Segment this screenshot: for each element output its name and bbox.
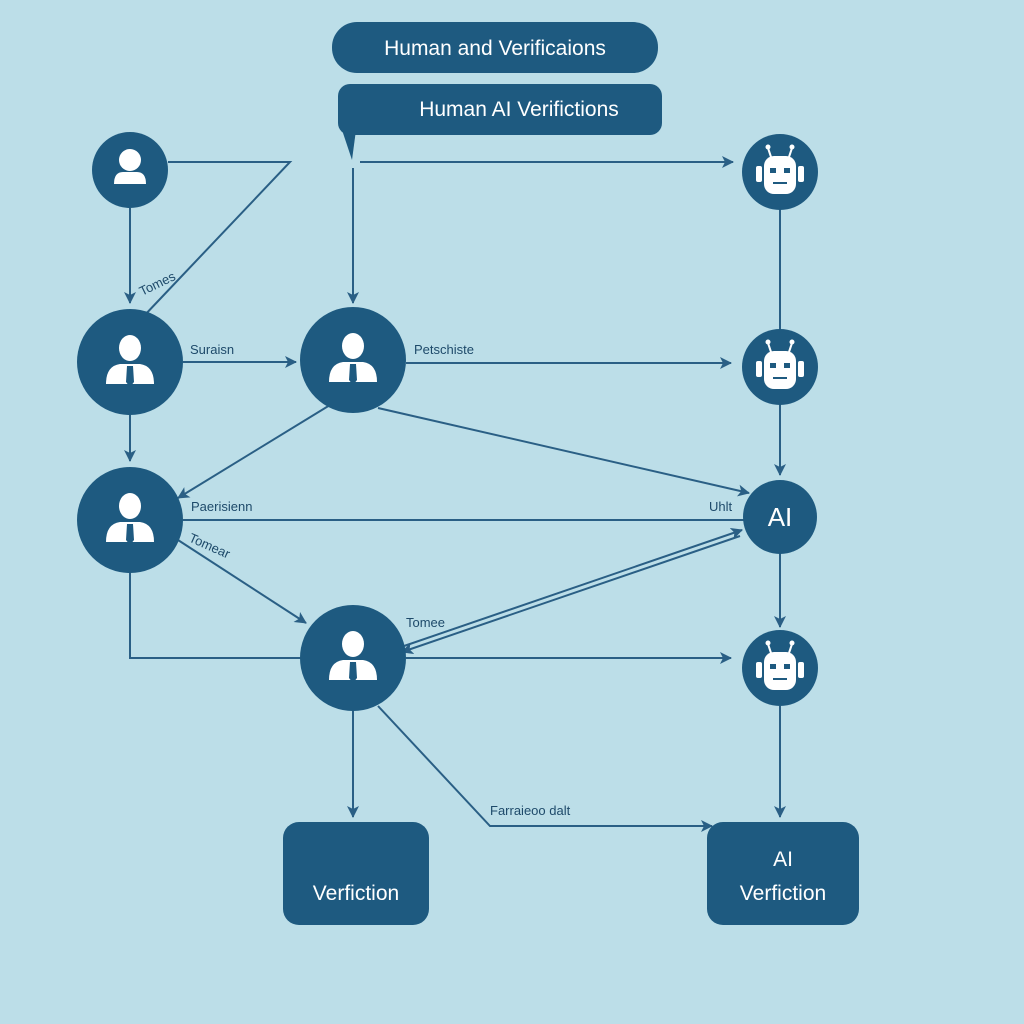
robot-head-icon <box>755 639 805 691</box>
person-tie-icon <box>329 631 377 683</box>
node-employee-d <box>300 605 406 711</box>
person-tie-icon <box>329 333 377 385</box>
node-robot-top <box>742 134 818 210</box>
ai-verification-box: AI Verfiction <box>707 822 859 925</box>
edge-label-uhlt: Uhlt <box>709 499 733 514</box>
ai-hub-label: AI <box>768 502 793 532</box>
edge-employee-c-to-employee-d <box>177 539 307 624</box>
edge-label-paerisienn: Paerisienn <box>191 499 252 514</box>
human-verification-box: Verfiction <box>283 822 429 925</box>
edge-label-tomes: Tomes <box>137 268 178 298</box>
ai-verification-label-line1: AI <box>773 848 793 871</box>
title-secondary-text: Human AI Verifictions <box>419 98 619 121</box>
node-ai-hub: AI <box>743 480 817 554</box>
node-person-top <box>92 132 168 208</box>
edge-ai-hub-to-employee-d <box>401 535 741 655</box>
title-primary-text: Human and Verificaions <box>384 37 606 60</box>
edge-employee-b-to-ai-hub <box>377 407 750 497</box>
edge-employee-d-to-ai-verification <box>377 705 713 832</box>
edge-label-tomee: Tomee <box>406 615 445 630</box>
node-robot-bottom <box>742 630 818 706</box>
node-employee-c <box>77 467 183 573</box>
edge-top-person-diagonal <box>141 161 293 319</box>
node-employee-a <box>77 309 183 415</box>
human-verification-label: Verfiction <box>313 882 399 905</box>
title-primary: Human and Verificaions <box>332 22 658 73</box>
edge-label-petschiste: Petschiste <box>414 342 474 357</box>
node-employee-b <box>300 307 406 413</box>
edge-labels: Tomes Suraisn Petschiste Paerisienn Uhlt… <box>137 268 733 818</box>
title-secondary: Human AI Verifictions <box>338 84 662 160</box>
edge-label-suraisn: Suraisn <box>190 342 234 357</box>
edge-label-tomear: Tomear <box>187 530 233 562</box>
edge-employee-b-to-employee-c <box>177 404 331 499</box>
node-robot-mid <box>742 329 818 405</box>
person-tie-icon <box>106 493 154 545</box>
person-tie-icon <box>106 335 154 387</box>
ai-verification-label-line2: Verfiction <box>740 882 826 905</box>
robot-head-icon <box>755 143 805 195</box>
robot-head-icon <box>755 338 805 390</box>
edges <box>124 156 786 832</box>
edge-label-farraieoo-dalt: Farraieoo dalt <box>490 803 571 818</box>
edge-employee-d-to-ai-hub <box>403 527 743 647</box>
edge-employee-c-loop <box>129 573 302 659</box>
